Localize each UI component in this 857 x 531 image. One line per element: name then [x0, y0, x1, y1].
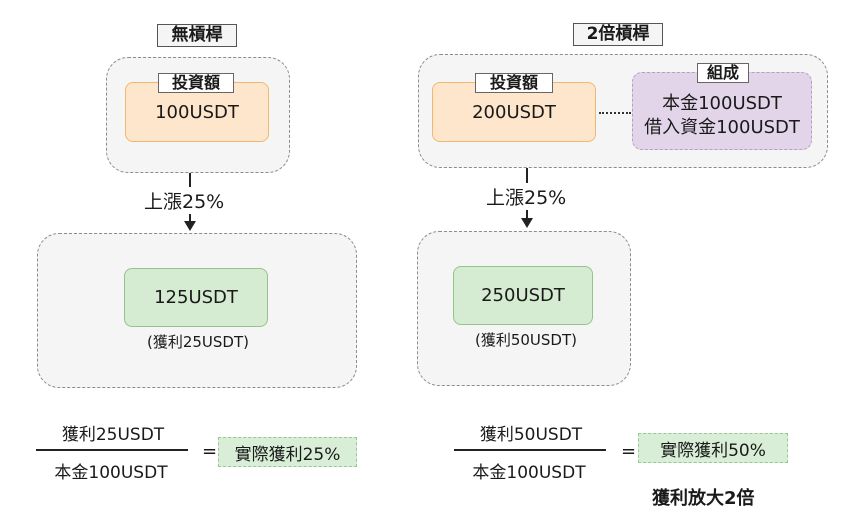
leverage-2x-numerator: 獲利50USDT: [479, 425, 583, 445]
no-leverage-profit-note: (獲利25USDT): [146, 333, 249, 351]
no-leverage-equals-sign: =: [202, 441, 218, 462]
leverage-2x-equals-sign: =: [621, 441, 637, 462]
leverage-2x-result-value: 250USDT: [481, 285, 565, 306]
no-leverage-arrow-head: [184, 221, 196, 231]
no-leverage-outcome-box: 實際獲利25%: [218, 437, 357, 467]
no-leverage-result-box: 125USDT: [124, 268, 268, 327]
leverage-2x-conclusion: 獲利放大2倍: [652, 488, 755, 509]
no-leverage-numerator: 獲利25USDT: [61, 425, 165, 445]
composition-principal: 本金100USDT: [662, 93, 782, 114]
leverage-2x-result-box: 250USDT: [453, 266, 593, 325]
leverage-2x-invest-value: 200USDT: [472, 101, 556, 123]
leverage-2x-title: 2倍槓桿: [573, 23, 663, 46]
leverage-2x-arrow-head: [521, 218, 533, 228]
leverage-2x-rise-label: 上漲25%: [484, 183, 569, 210]
leverage-2x-dotted-link: [599, 112, 631, 114]
no-leverage-invest-value: 100USDT: [155, 101, 239, 123]
leverage-2x-outcome-text: 實際獲利50%: [660, 440, 766, 461]
no-leverage-rise-label: 上漲25%: [142, 187, 227, 214]
no-leverage-title: 無槓桿: [157, 24, 237, 47]
no-leverage-fraction-bar: [36, 449, 188, 451]
leverage-2x-composition-box: 本金100USDT 借入資金100USDT: [632, 72, 812, 150]
leverage-2x-profit-note: (獲利50USDT): [474, 331, 577, 349]
no-leverage-denominator: 本金100USDT: [54, 463, 168, 483]
composition-borrowed: 借入資金100USDT: [644, 117, 800, 138]
no-leverage-outcome-text: 實際獲利25%: [234, 444, 341, 465]
no-leverage-invest-label: 投資額: [158, 73, 234, 93]
no-leverage-result-value: 125USDT: [154, 287, 238, 308]
leverage-2x-composition-label: 組成: [697, 63, 749, 83]
leverage-2x-outcome-box: 實際獲利50%: [638, 433, 788, 463]
leverage-2x-denominator: 本金100USDT: [472, 463, 586, 483]
leverage-2x-invest-label: 投資額: [475, 73, 553, 93]
leverage-2x-fraction-bar: [454, 449, 606, 451]
